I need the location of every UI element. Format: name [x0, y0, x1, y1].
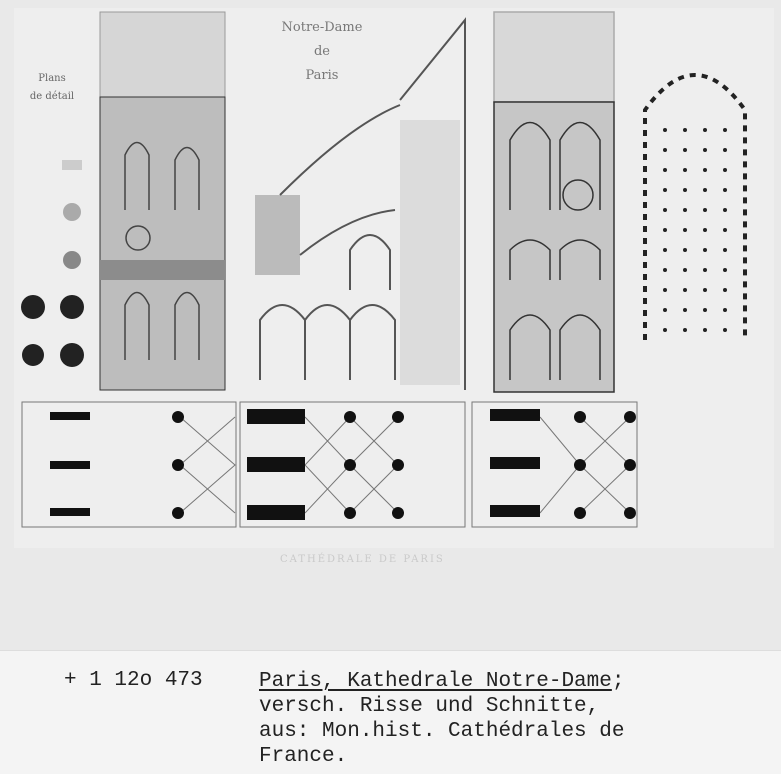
plan-pillar	[683, 208, 687, 212]
plan-pillar	[723, 268, 727, 272]
detail-plans	[21, 160, 84, 367]
plan-pillar	[723, 248, 727, 252]
plan-pillar	[683, 188, 687, 192]
plan-pillar	[663, 248, 667, 252]
vault-plans	[21, 401, 638, 528]
plan-pillar	[683, 148, 687, 152]
plan-pillar	[703, 208, 707, 212]
plan-pillar	[703, 228, 707, 232]
plan-pillar	[723, 228, 727, 232]
plan-pillar	[703, 328, 707, 332]
caption-text: Paris, Kathedrale Notre-Dame; versch. Ri…	[259, 669, 624, 769]
plan-pillar	[703, 148, 707, 152]
plan-pillar	[683, 288, 687, 292]
plan-pillar	[723, 188, 727, 192]
plan-pillar	[723, 288, 727, 292]
catalog-card: + 1 12o 473 Paris, Kathedrale Notre-Dame…	[0, 650, 781, 774]
plan-pillar	[663, 148, 667, 152]
plan-pillar	[663, 208, 667, 212]
plan-pillar	[683, 128, 687, 132]
plan-pillar	[703, 248, 707, 252]
plan-pillar	[723, 168, 727, 172]
plan-pillar	[683, 268, 687, 272]
caption-line: versch. Risse und Schnitte,	[259, 695, 600, 718]
plan-pillar	[683, 228, 687, 232]
plan-pillar	[723, 208, 727, 212]
architectural-plate-photo: Notre-Dame de Paris Plans de détail CATH…	[21, 11, 747, 565]
caption-title: Paris, Kathedrale Notre-Dame	[259, 670, 612, 693]
plate-subtitle-line: Plans	[38, 73, 66, 84]
plan-pillar	[723, 308, 727, 312]
cross-section	[255, 17, 466, 390]
plate-subtitle: Plans de détail	[26, 70, 78, 106]
plan-pillar	[703, 128, 707, 132]
plan-pillar	[703, 168, 707, 172]
plan-pillar	[663, 288, 667, 292]
plan-pillar	[703, 188, 707, 192]
plate-title-line: Notre-Dame	[281, 20, 363, 35]
plan-pillar	[663, 188, 667, 192]
facade-elevation	[99, 11, 226, 391]
plan-pillar	[703, 288, 707, 292]
plan-pillar	[723, 328, 727, 332]
plan-pillar	[723, 128, 727, 132]
plate-title-line: de	[313, 44, 330, 59]
plate-footer: CATHÉDRALE DE PARIS	[280, 554, 445, 565]
plate-subtitle-line: de détail	[29, 91, 75, 102]
plan-pillar	[663, 128, 667, 132]
caption-line: France.	[259, 745, 348, 768]
plan-pillar	[683, 328, 687, 332]
ground-plan	[643, 73, 747, 340]
plan-pillar	[663, 228, 667, 232]
catalog-number: + 1 12o 473	[64, 669, 203, 692]
plan-pillar	[663, 268, 667, 272]
plan-pillar	[703, 268, 707, 272]
plan-pillar	[683, 308, 687, 312]
interior-elevation	[493, 11, 615, 393]
plan-pillar	[663, 328, 667, 332]
cathedral-drawings	[21, 11, 747, 528]
plan-pillar	[683, 248, 687, 252]
plan-pillar	[703, 308, 707, 312]
plate-title: Notre-Dame de Paris	[262, 16, 382, 88]
caption-line: aus: Mon.hist. Cathédrales de	[259, 720, 625, 743]
plan-pillar	[683, 168, 687, 172]
caption-title-suffix: ;	[611, 670, 625, 693]
plan-pillar	[663, 168, 667, 172]
plan-pillar	[663, 308, 667, 312]
plate-title-line: Paris	[305, 68, 339, 83]
plan-pillar	[723, 148, 727, 152]
